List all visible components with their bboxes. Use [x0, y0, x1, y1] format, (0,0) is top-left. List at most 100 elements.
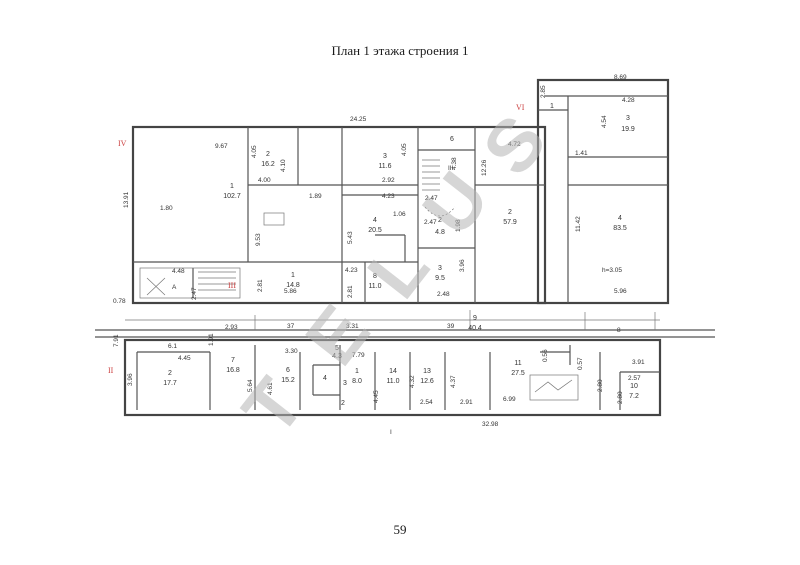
room-number: 9: [473, 315, 477, 322]
dimension: 3.31: [346, 323, 359, 330]
room-area: 16.8: [226, 367, 240, 374]
dimension: 4.61: [267, 382, 274, 395]
dimension-labels: 24.25 9.67 8.69 4.28 4.72 1.41 2.85 4.10…: [113, 74, 645, 428]
room-area: 57.9: [503, 219, 517, 226]
dimension: 4.28: [622, 97, 635, 104]
dimension: 4.23: [345, 267, 358, 274]
dimension: 5.96: [614, 288, 627, 295]
room-area: 102.7: [223, 193, 241, 200]
letter-marker: A: [172, 284, 177, 291]
room-number: 2: [341, 400, 345, 407]
dimension: 0.57: [577, 357, 584, 370]
room-area: 11.0: [386, 378, 399, 385]
roman-marker: III: [228, 281, 236, 290]
dimension: 37: [287, 323, 295, 330]
room-area: 17.7: [163, 380, 177, 387]
room-number: 4: [618, 215, 622, 222]
dimension: 6.99: [503, 396, 516, 403]
room-number: 6: [450, 136, 454, 143]
dimension: 9.67: [215, 143, 228, 150]
dimension: 12.26: [481, 159, 488, 176]
room-number: 6: [286, 367, 290, 374]
dimension: 0.78: [113, 298, 126, 305]
room-area: 16.2: [261, 161, 275, 168]
page-number: 59: [393, 522, 407, 537]
dimension: 1.91: [208, 333, 215, 346]
dimension: 2.91: [460, 399, 473, 406]
room-number: 1: [355, 368, 359, 375]
dimension: 13.91: [123, 191, 130, 208]
room-number: 1: [230, 183, 234, 190]
room-number: 2: [438, 217, 442, 224]
lower-block-walls: [123, 338, 662, 417]
room-number: 4: [323, 375, 327, 382]
dimension: 0.56: [542, 349, 549, 362]
dimension: 3.96: [127, 373, 134, 386]
dimension: 4.05: [401, 143, 408, 156]
roman-marker: II: [108, 366, 114, 375]
dimension: 3.96: [459, 259, 466, 272]
ceiling-height: h=3.05: [602, 267, 622, 274]
dimension: 2.47: [425, 195, 438, 202]
dimension: 1.89: [309, 193, 322, 200]
room-area: 4.8: [435, 229, 445, 236]
letter-marker: III: [448, 165, 454, 172]
room-labels: 1 102.7 2 16.2 3 11.6 4 20.5 1 1 4.8 8 11…: [163, 103, 639, 407]
dimension: 2.93: [225, 324, 238, 331]
dimension: 4.37: [450, 375, 457, 388]
room-area: 11.6: [378, 163, 391, 170]
room-number: 5: [335, 345, 339, 352]
dimension: 2.92: [382, 177, 395, 184]
room-number: 2: [508, 209, 512, 216]
room-number: 2: [168, 370, 172, 377]
upper-block-walls: [131, 78, 670, 305]
room-area: 20.5: [368, 227, 382, 234]
room-area: 40.4: [468, 325, 482, 332]
room-area: 83.5: [613, 225, 627, 232]
dimension: 2.57: [628, 375, 641, 382]
room-number: 1: [291, 272, 295, 279]
dimension: 7.79: [352, 352, 365, 359]
room-number: 3: [343, 380, 347, 387]
dimension: 4.05: [251, 145, 258, 158]
dimension: 4.45: [178, 355, 191, 362]
room-number: 11: [514, 360, 521, 367]
dimension: 4.10: [280, 159, 287, 172]
roman-marker: VI: [516, 103, 525, 112]
dimension: 4.48: [172, 268, 185, 275]
dimension: 4.32: [409, 375, 416, 388]
room-number: 14: [389, 368, 397, 375]
dimension: 2.48: [437, 291, 450, 298]
dimension: 7.91: [113, 334, 120, 347]
dimension: 4.45: [373, 390, 380, 403]
dimension: 8: [617, 327, 621, 334]
room-area: 12.6: [420, 378, 434, 385]
dimension: 3.91: [632, 359, 645, 366]
dimension: 2.47: [191, 287, 198, 300]
dimension: 5.43: [347, 231, 354, 244]
section-markers: IV VI III II A III I: [108, 103, 525, 436]
dimension: 2.80: [597, 379, 604, 392]
roman-marker: IV: [118, 139, 127, 148]
room-number: 8: [373, 273, 377, 280]
dimension: 2.81: [257, 279, 264, 292]
room-number: 4: [373, 217, 377, 224]
dimension: 2.47: [424, 219, 437, 226]
room-number: 3: [383, 153, 387, 160]
dimension: 4.54: [601, 115, 608, 128]
dimension: 4.38: [451, 157, 458, 170]
room-area: 7.2: [629, 393, 639, 400]
room-area: 8.0: [352, 378, 362, 385]
dimension: 1.41: [575, 150, 588, 157]
dimension: 2.80: [617, 391, 624, 404]
room-area: 11.0: [368, 283, 381, 290]
dimension: 39: [447, 323, 455, 330]
room-number: 2: [266, 151, 270, 158]
room-number: 3: [438, 265, 442, 272]
dimension: 32.98: [482, 421, 499, 428]
dimension: 3.30: [285, 348, 298, 355]
dimension: 4.23: [382, 193, 395, 200]
room-area: 19.9: [621, 126, 635, 133]
dimension: 1.80: [160, 205, 173, 212]
